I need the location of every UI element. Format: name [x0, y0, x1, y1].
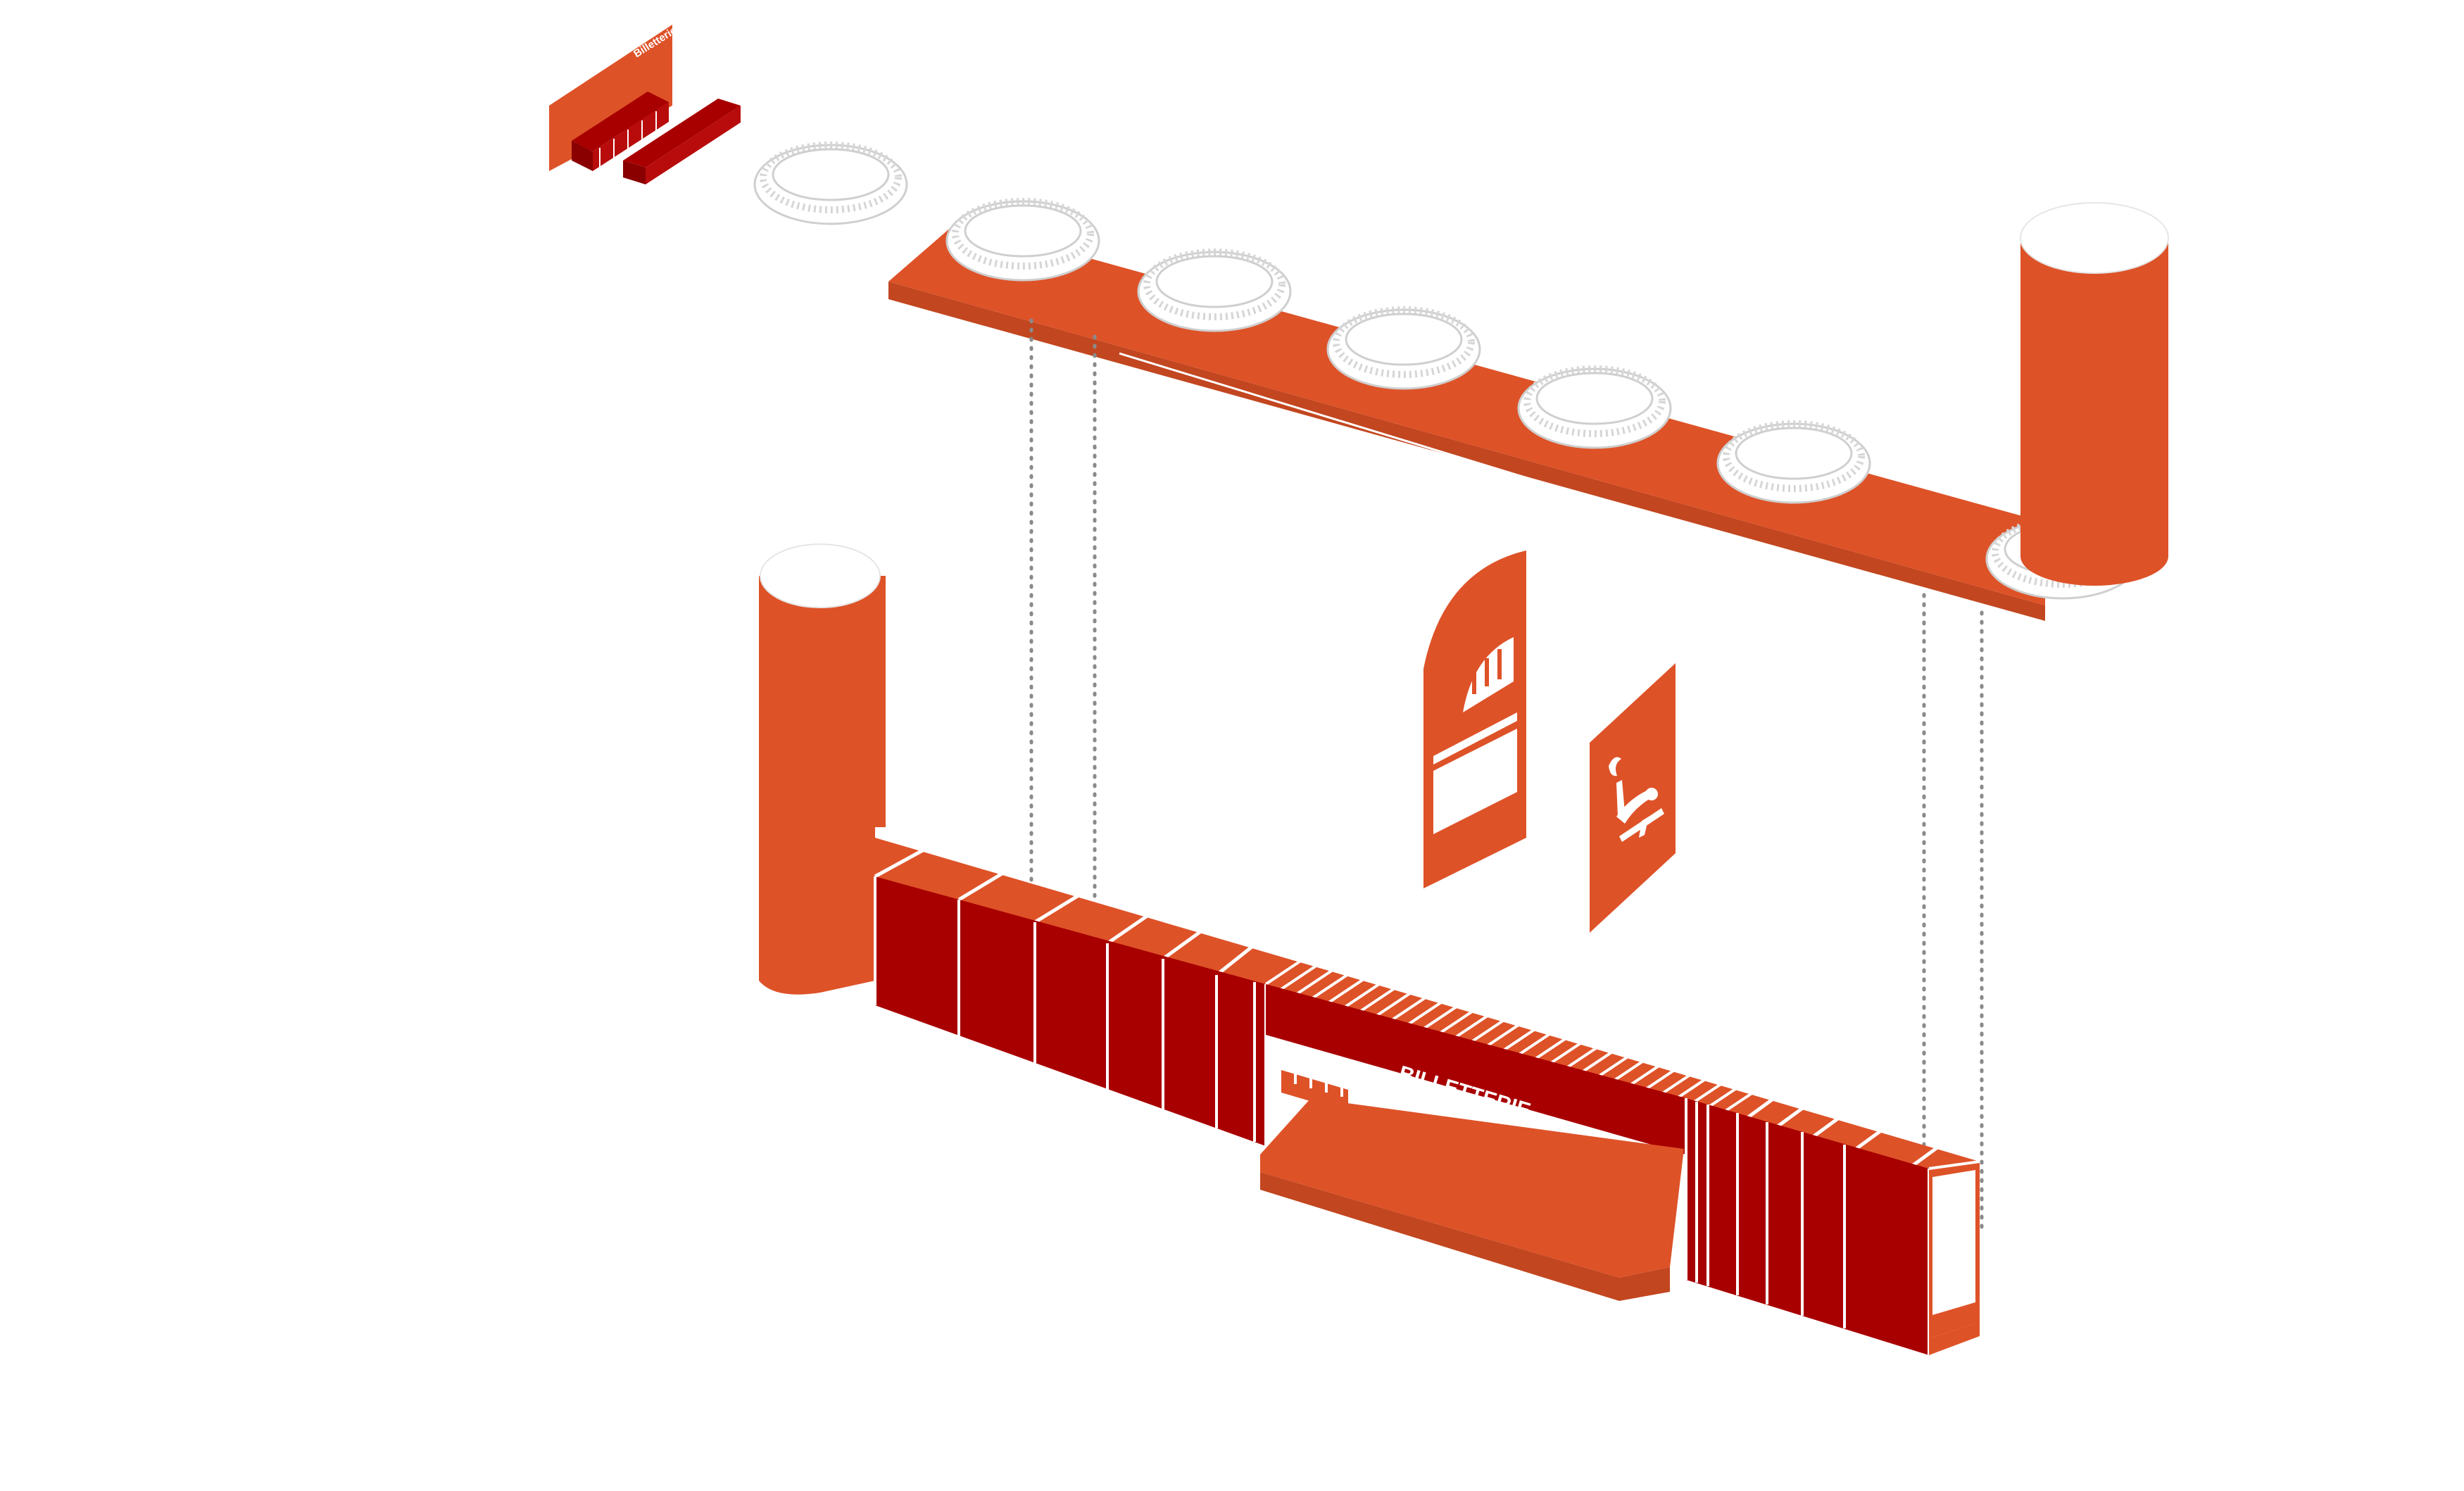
left-column — [759, 543, 886, 995]
counter-front-right — [1686, 1098, 1929, 1355]
balustrade-ring-5 — [1718, 424, 1870, 503]
kiosk-drawer — [572, 92, 669, 171]
serving-shelf — [1260, 1098, 1684, 1301]
counter-end-cap — [1928, 1160, 1980, 1355]
kiosk-assembly: Billetterie — [549, 25, 741, 184]
upper-deck-slab — [888, 222, 2045, 605]
ticket-window-opening — [1266, 984, 1686, 1155]
right-column — [1987, 202, 2169, 598]
balustrade-ring-4 — [1519, 369, 1671, 448]
kiosk-back-panel — [549, 25, 672, 171]
counter-front-left — [875, 876, 1266, 1146]
balustrade-ring-3 — [1328, 310, 1480, 389]
left-column-top — [760, 543, 881, 608]
balustrade-ring-2 — [1138, 252, 1290, 331]
arched-window-panel — [1423, 551, 1526, 888]
right-column-top — [2020, 202, 2169, 274]
logo-figure-icon — [1609, 757, 1664, 842]
logo-panel — [1590, 663, 1676, 933]
upper-deck — [888, 222, 2045, 621]
alignment-guides — [1029, 318, 1984, 1234]
kiosk-bench — [623, 99, 741, 184]
balustrade-ring-loose — [755, 145, 907, 224]
balustrade-ring-1 — [947, 201, 1099, 280]
upper-deck-edge — [888, 282, 2045, 621]
ticket-counter: BILLETTERIE — [803, 838, 1980, 1355]
